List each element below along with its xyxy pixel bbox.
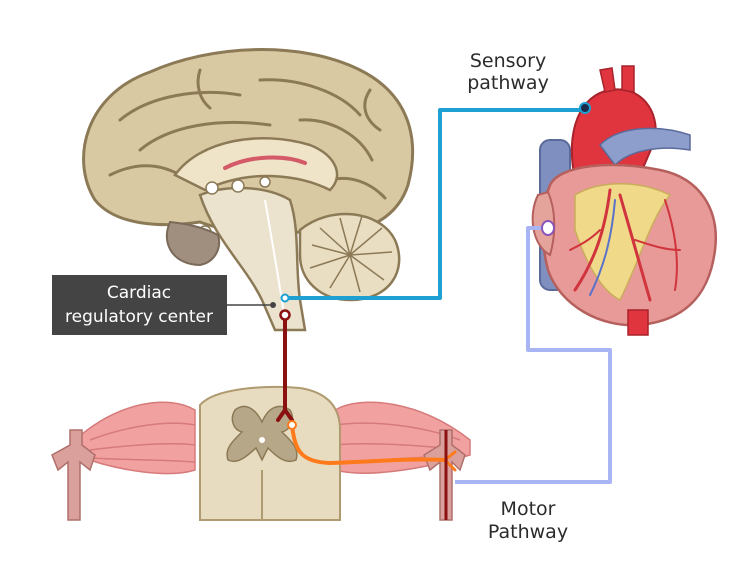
temporal-lobe bbox=[165, 220, 220, 267]
sensory-pathway-line bbox=[285, 108, 582, 300]
cardiac-label-line1: Cardiac bbox=[107, 283, 171, 303]
corpus-callosum bbox=[173, 137, 339, 192]
motor-pathway-line bbox=[455, 226, 612, 484]
sensory-receptor-endpoint bbox=[579, 102, 591, 114]
motor-label-line1: Motor bbox=[501, 498, 556, 520]
cerebellum bbox=[298, 212, 401, 302]
brain bbox=[82, 48, 415, 332]
spinal-cord-section bbox=[51, 386, 471, 521]
cardiac-regulatory-center-label: Cardiac regulatory center bbox=[52, 275, 276, 335]
cardiac-label-line2: regulatory center bbox=[65, 307, 213, 327]
sensory-label-line2: pathway bbox=[467, 72, 549, 94]
heart bbox=[531, 65, 717, 336]
motor-pathway-label: Motor Pathway bbox=[488, 498, 568, 543]
motor-label-line2: Pathway bbox=[488, 521, 568, 543]
spinal-cord bbox=[199, 386, 341, 521]
preganglionic-fiber bbox=[276, 316, 294, 422]
brainstem bbox=[198, 186, 307, 332]
sensory-pathway-label: Sensory pathway bbox=[467, 50, 549, 94]
coronary-vessels bbox=[569, 188, 681, 302]
brain-gyri bbox=[108, 68, 387, 200]
efferent-fiber bbox=[290, 423, 447, 466]
sensory-label-line1: Sensory bbox=[470, 50, 546, 72]
